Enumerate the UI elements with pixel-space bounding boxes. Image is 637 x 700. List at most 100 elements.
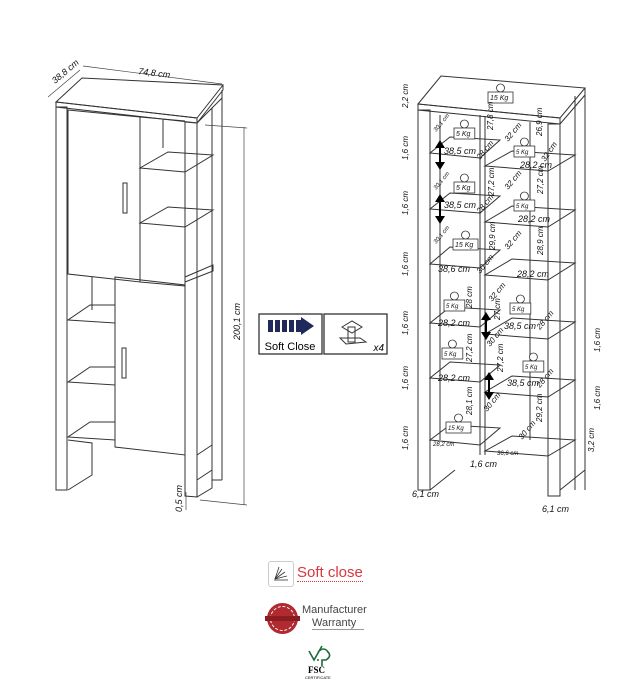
weight-capacity-label: 15 Kg <box>490 95 508 102</box>
weight-capacity-label: 15 Kg <box>455 242 473 249</box>
warranty-line2: Warranty <box>312 617 364 630</box>
weight-handle-icon <box>459 173 469 183</box>
dimension-label: 27 cm <box>493 298 502 321</box>
weight-capacity-label: 15 Kg <box>448 426 464 432</box>
dimension-label: 1,6 cm <box>401 252 410 276</box>
adjustable-shelf-arrow-icon <box>435 140 494 400</box>
soft-close-text: Soft close <box>297 564 363 582</box>
weight-handle-icon <box>520 191 529 201</box>
dimension-label: 27,8 cm <box>486 101 495 131</box>
dimension-label: 1,6 cm <box>401 136 410 160</box>
lower-door <box>114 276 186 456</box>
dimension-label: 28,2 cm <box>519 160 553 170</box>
dimension-label: 2,2 cm <box>401 84 410 109</box>
dimension-label: 1,6 cm <box>401 191 410 215</box>
dimension-label: 27,2 cm <box>465 333 474 363</box>
lower-shelf <box>66 366 116 386</box>
dimension-label: 28,2 cm <box>516 269 550 279</box>
dimension-label: 6,1 cm <box>412 489 440 499</box>
weight-capacity-label: 5 Kg <box>512 307 525 313</box>
weight-capacity-label: 5 Kg <box>456 185 471 192</box>
dimension-label: 28,2 cm <box>517 214 551 224</box>
soft-close-label: Soft Close <box>265 341 316 353</box>
warranty-line1: Manufacturer <box>302 604 367 616</box>
dimension-label: 28,1 cm <box>465 386 474 416</box>
weight-box-icon <box>443 299 466 312</box>
weight-box-icon <box>441 347 464 360</box>
weight-box-icon <box>452 238 479 251</box>
warranty-seal-icon <box>265 603 300 634</box>
dimension-label: 28 cm <box>465 286 474 309</box>
dimension-label: 36,6 cm <box>497 451 518 457</box>
weight-handle-icon <box>447 339 457 349</box>
upper-door <box>67 109 141 283</box>
weight-handle-icon <box>529 352 538 362</box>
soft-close-arrow-icon <box>268 320 273 332</box>
dimension-label: 38,6 cm <box>438 264 471 274</box>
weight-box-icon <box>453 127 476 140</box>
weight-box-icon <box>453 181 476 194</box>
depth-dimension: 38,8 cm <box>50 57 81 86</box>
dimension-label: 38,5 cm <box>504 321 537 331</box>
weight-capacity-label: 5 Kg <box>446 304 459 310</box>
dimension-label: 1,6 cm <box>593 328 602 352</box>
right-front-leg <box>184 121 198 498</box>
cabinet-dimension-view: 2,2 cm 15 Kg 30,1 cm 5 Kg 27,8 cm 32 cm 26,9 c… <box>401 75 602 514</box>
width-dimension: 74,8 cm <box>138 66 171 80</box>
weight-capacity-label: 5 Kg <box>456 131 471 138</box>
lower-door-handle <box>121 347 127 379</box>
dimension-label: 29,2 cm <box>535 393 544 423</box>
dimension-label: 6,1 cm <box>542 504 570 514</box>
weight-capacity-label: 5 Kg <box>444 352 457 358</box>
soft-close-icon <box>268 561 294 587</box>
dimension-label: 1,6 cm <box>401 366 410 390</box>
dimension-label: 38,5 cm <box>507 378 540 388</box>
weight-box-icon <box>487 91 514 104</box>
dimension-label: 1,6 cm <box>470 459 498 469</box>
weight-box-icon <box>509 302 532 315</box>
upper-shelf <box>138 206 215 228</box>
weight-box-icon <box>513 199 536 212</box>
weight-capacity-label: 5 Kg <box>516 204 529 210</box>
dimension-label: 28,2 cm <box>437 318 471 328</box>
weight-handle-icon <box>461 230 470 240</box>
dimension-label: 28,9 cm <box>536 226 545 256</box>
weight-box-icon <box>445 421 472 434</box>
dimension-label: 1,6 cm <box>401 426 410 450</box>
weight-box-icon <box>522 360 545 373</box>
dimension-label: 1,6 cm <box>401 311 410 335</box>
soft-close-feature: Soft Close x4 <box>258 313 388 355</box>
dimension-label: 30,1 cm <box>433 225 451 245</box>
dimension-label: 32 cm <box>503 169 524 192</box>
upper-door-handle <box>122 182 128 214</box>
dimension-label: 27,2 cm <box>536 165 545 195</box>
weight-handle-icon <box>516 294 525 304</box>
dimension-label: 38,5 cm <box>444 146 477 156</box>
dimension-label: 27,2 cm <box>487 167 496 197</box>
weight-handle-icon <box>459 119 469 129</box>
weight-handle-icon <box>449 291 459 301</box>
cabinet-front-view: 38,8 cm 74,8 cm 200,1 cm 0,5 cm <box>47 57 248 512</box>
fsc-text: FSC <box>308 665 326 675</box>
hinge-count: x4 <box>372 343 384 354</box>
dimension-label: 28,2 cm <box>437 373 471 383</box>
dimension-label: 32 cm <box>503 229 524 252</box>
lower-shelf <box>66 421 116 441</box>
dimension-label: 1,6 cm <box>593 386 602 410</box>
weight-handle-icon <box>454 413 463 423</box>
fsc-sub-text: CERTIFICATE <box>305 675 331 680</box>
dimension-label: 26,9 cm <box>535 107 544 137</box>
hinge-icon <box>338 320 368 345</box>
dimension-label: 29,9 cm <box>488 221 497 251</box>
dimension-label: 28,2 cm <box>432 442 454 448</box>
weight-box-icon <box>513 145 536 158</box>
dimension-label: 30,1 cm <box>433 171 451 191</box>
dimension-label: 27,2 cm <box>496 343 505 373</box>
weight-handle-icon <box>520 137 529 147</box>
upper-shelf <box>138 151 215 173</box>
dimension-label: 30,1 cm <box>433 113 451 133</box>
left-side-panel <box>55 106 68 491</box>
weight-capacity-label: 5 Kg <box>525 365 538 371</box>
lower-shelf <box>66 304 116 324</box>
